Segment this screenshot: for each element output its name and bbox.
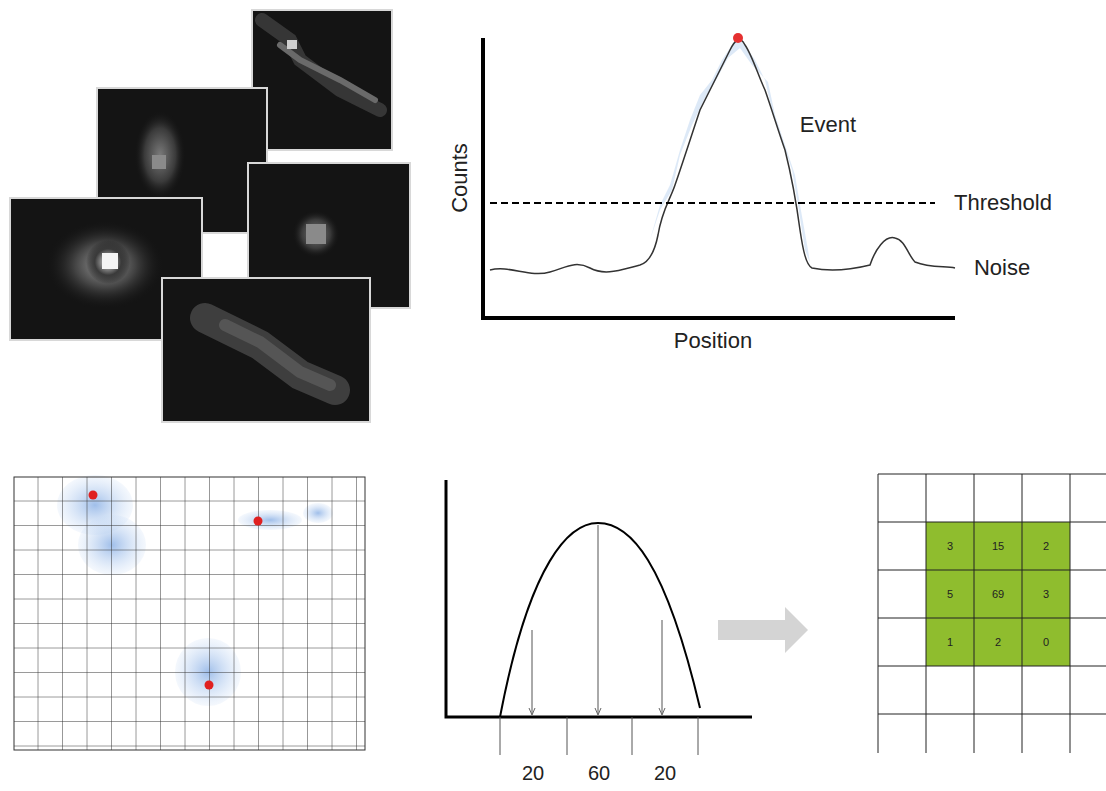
curve-label: Noise [974,257,1030,279]
line-label: Threshold [952,192,1054,214]
weight-number: 20 [654,763,676,783]
cell-value: 5 [947,589,953,600]
cell-value: 69 [992,589,1004,600]
curve-label: Event [800,114,856,136]
cell-value: 2 [1043,541,1049,552]
cell-value: 0 [1043,637,1049,648]
cell-value: 1 [947,637,953,648]
axis-label: Position [674,330,752,352]
cell-value: 2 [995,637,1001,648]
cell-value: 3 [947,541,953,552]
cell-value: 15 [992,541,1004,552]
weight-number: 20 [522,763,544,783]
cell-value: 3 [1043,589,1049,600]
axis-label: Counts [449,143,471,213]
weight-number: 60 [588,763,610,783]
